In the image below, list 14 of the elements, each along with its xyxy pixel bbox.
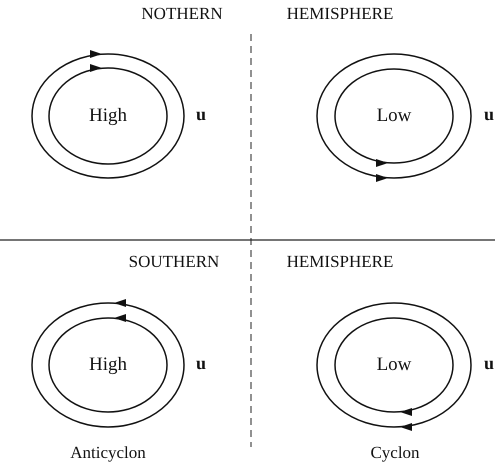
hemisphere-heading: HEMISPHERE [286, 252, 394, 272]
hemisphere-heading: HEMISPHERE [286, 4, 394, 24]
hemisphere-heading: NOTHERN [141, 4, 223, 24]
velocity-symbol: u [484, 353, 494, 374]
velocity-symbol: u [196, 353, 206, 374]
velocity-symbol: u [196, 104, 206, 125]
pressure-label: High [88, 105, 128, 127]
system-caption: Cyclon [370, 443, 420, 463]
pressure-label: Low [376, 354, 412, 376]
pressure-label: High [88, 354, 128, 376]
pressure-label: Low [376, 105, 412, 127]
velocity-symbol: u [484, 104, 494, 125]
hemisphere-heading: SOUTHERN [128, 252, 220, 272]
system-caption: Anticyclon [70, 443, 146, 463]
